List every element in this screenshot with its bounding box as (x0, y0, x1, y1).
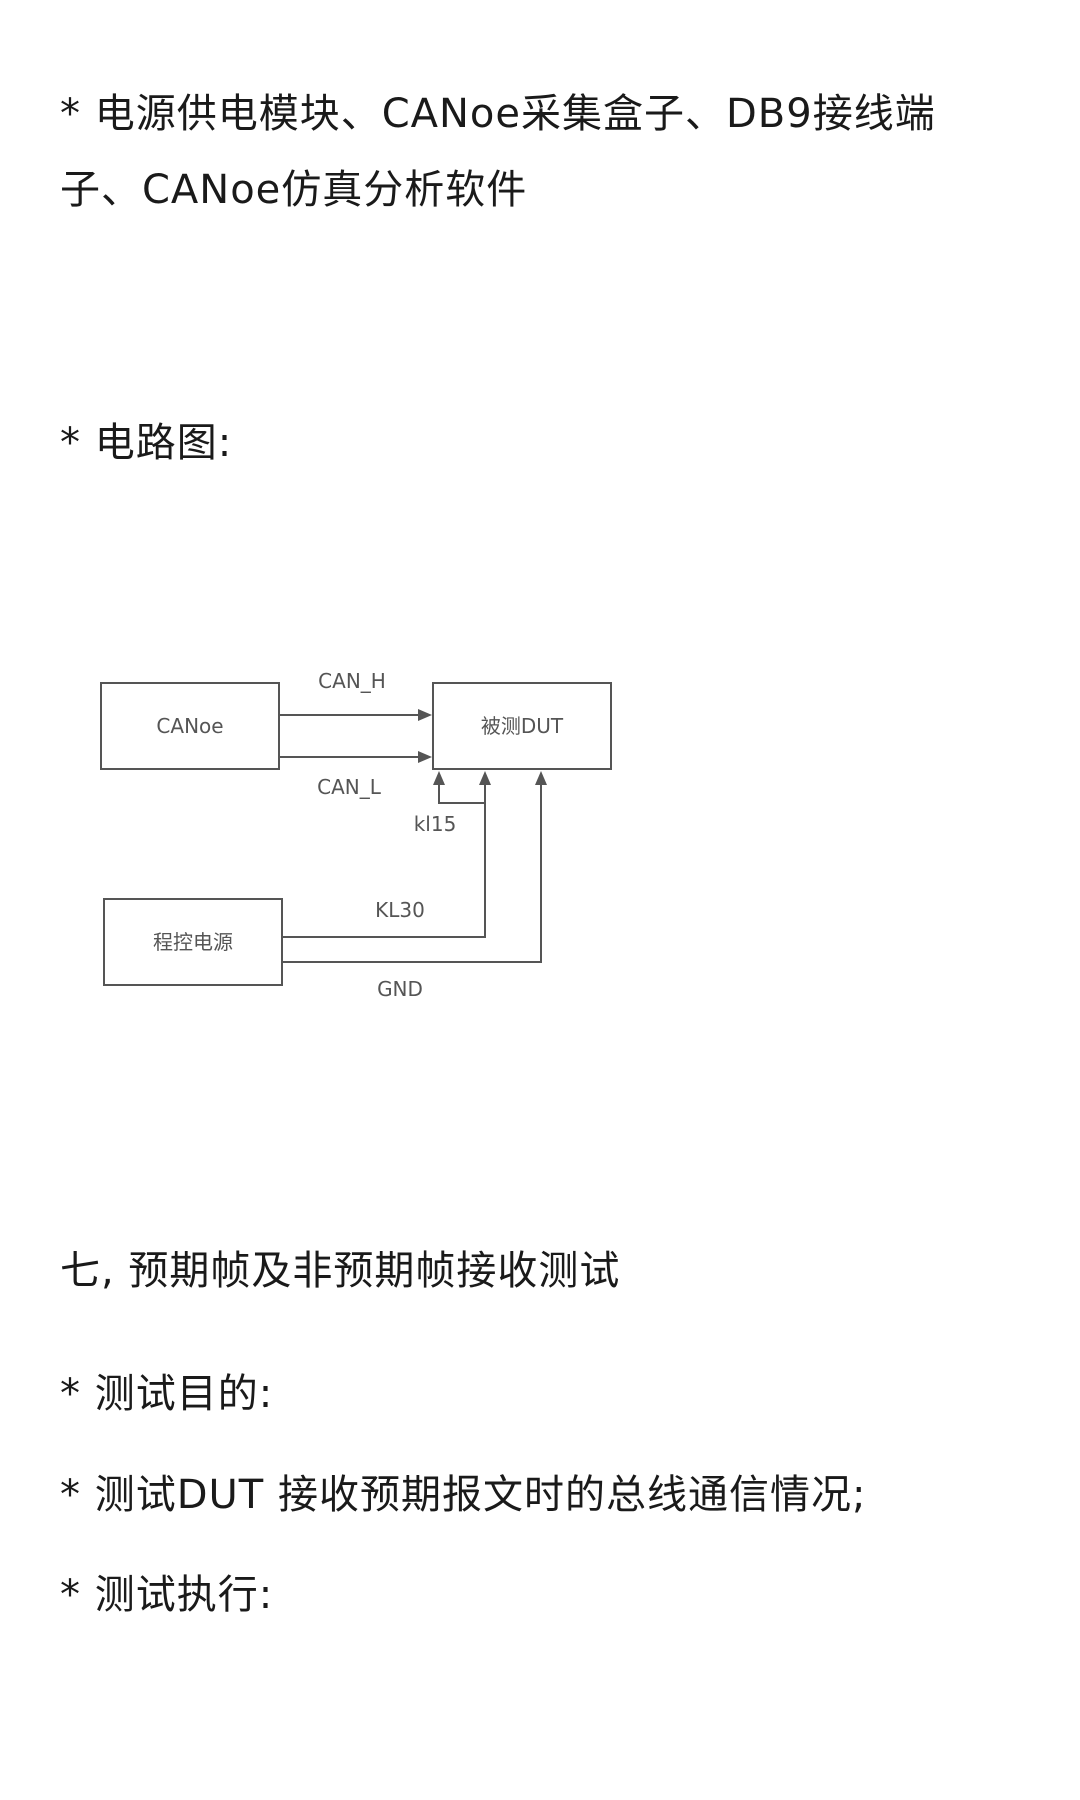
purpose-heading: * 测试目的: (60, 1371, 274, 1417)
kl15-wire (433, 771, 485, 804)
can-l-arrowhead (418, 751, 432, 763)
dut-box (432, 682, 612, 770)
gnd-wire (282, 771, 547, 963)
gnd-arrowhead (535, 771, 547, 785)
canoe-box-label: CANoe (156, 714, 223, 738)
kl15-label: kl15 (414, 812, 457, 836)
circuit-heading: * 电路图: (60, 420, 233, 466)
execution-heading: * 测试执行: (60, 1572, 274, 1618)
can-l-label: CAN_L (317, 775, 382, 799)
kl30-label: KL30 (375, 898, 425, 922)
equipment-paragraph: * 电源供电模块、CANoe采集盒子、DB9接线端 子、CANoe仿真分析软件 (60, 76, 936, 228)
section-7-title: 七, 预期帧及非预期帧接收测试 (60, 1248, 621, 1294)
circuit-diagram: CANoe 被测DUT 程控电源 CAN_H CAN_L kl15 KL30 G… (100, 669, 612, 1001)
equipment-line-1: * 电源供电模块、CANoe采集盒子、DB9接线端 (60, 91, 936, 137)
can-l-wire (279, 751, 432, 763)
power-supply-box (103, 898, 283, 986)
kl30-wire (282, 771, 491, 938)
equipment-line-2: 子、CANoe仿真分析软件 (60, 167, 528, 213)
canoe-box (100, 682, 280, 770)
can-h-label: CAN_H (318, 669, 386, 693)
dut-box-label: 被测DUT (481, 714, 564, 738)
can-h-arrowhead (418, 709, 432, 721)
purpose-text: * 测试DUT 接收预期报文时的总线通信情况; (60, 1472, 867, 1518)
gnd-label: GND (377, 977, 423, 1001)
can-h-wire (279, 709, 432, 721)
power-supply-box-label: 程控电源 (153, 930, 233, 954)
kl30-arrowhead (479, 771, 491, 785)
kl15-arrowhead (433, 771, 445, 785)
